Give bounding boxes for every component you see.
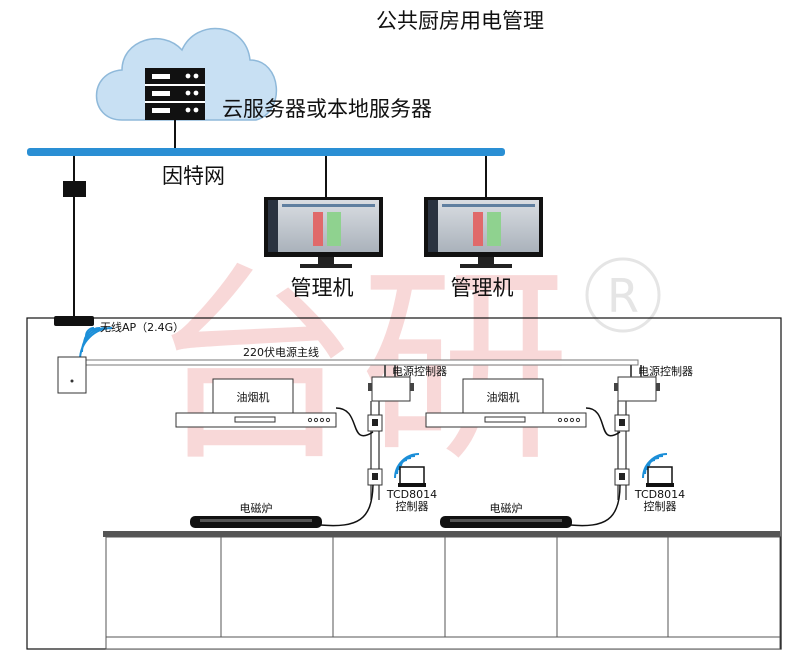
range-hood-top-1: [212, 378, 294, 414]
tcd-label-2-line2: 控制器: [644, 499, 677, 513]
kitchen-counter: [103, 531, 781, 650]
range-hood-label-2: 油烟机: [487, 390, 520, 404]
tcd-label-2-line1: TCD8014: [634, 488, 685, 501]
range-hood-top-2: [462, 378, 544, 414]
server-label: 云服务器或本地服务器: [222, 97, 432, 121]
server-icon: [145, 68, 205, 120]
management-pc-2: 管理机: [424, 156, 543, 300]
wifi-icon-tcd-2: [642, 453, 668, 479]
management-pc-label-2: 管理机: [451, 276, 514, 300]
power-controller-1: [371, 376, 411, 402]
range-hood-label-1: 油烟机: [237, 390, 270, 404]
internet-label: 因特网: [162, 164, 225, 188]
watermark: 台研 R: [150, 245, 661, 490]
induction-label-2: 电磁炉: [490, 502, 523, 515]
main-power-line: [85, 359, 639, 366]
wifi-icon-ap: [79, 327, 113, 361]
wifi-icon-tcd-1: [394, 453, 420, 479]
station-1: 电源控制器 油烟机 TCD8014 控制器 电磁炉: [175, 364, 447, 528]
network-switch-icon: [63, 181, 86, 197]
registered-mark-text: R: [607, 269, 639, 323]
page-title: 公共厨房用电管理: [376, 9, 544, 33]
tcd-label-1-line2: 控制器: [396, 499, 429, 513]
wireless-ap: [54, 316, 94, 326]
registered-mark-circle: [585, 257, 661, 333]
internet-bar: [27, 148, 505, 156]
power-controller-label-2: 电源控制器: [638, 364, 693, 378]
management-pc-label-1: 管理机: [291, 276, 354, 300]
main-line-label: 220伏电源主线: [243, 345, 319, 359]
station-2: 电源控制器 油烟机 TCD8014 控制器 电磁炉: [425, 364, 693, 528]
tcd-label-1-line1: TCD8014: [386, 488, 437, 501]
hood-cable-1: [335, 407, 374, 437]
induction-cable-1: [319, 484, 374, 527]
power-controller-2: [617, 376, 657, 402]
tcd8014-controller-1: [399, 466, 425, 486]
distribution-box: [57, 356, 87, 394]
distribution-box-led: [70, 379, 74, 383]
tcd8014-controller-2: [647, 466, 673, 486]
management-pc-1: 管理机: [264, 156, 383, 300]
hood-cable-2: [585, 407, 621, 437]
induction-label-1: 电磁炉: [240, 502, 273, 515]
watermark-text: 台研: [150, 245, 570, 490]
power-controller-label-1: 电源控制器: [392, 364, 447, 378]
ap-label: 无线AP（2.4G）: [100, 320, 184, 334]
induction-cable-2: [569, 484, 621, 527]
